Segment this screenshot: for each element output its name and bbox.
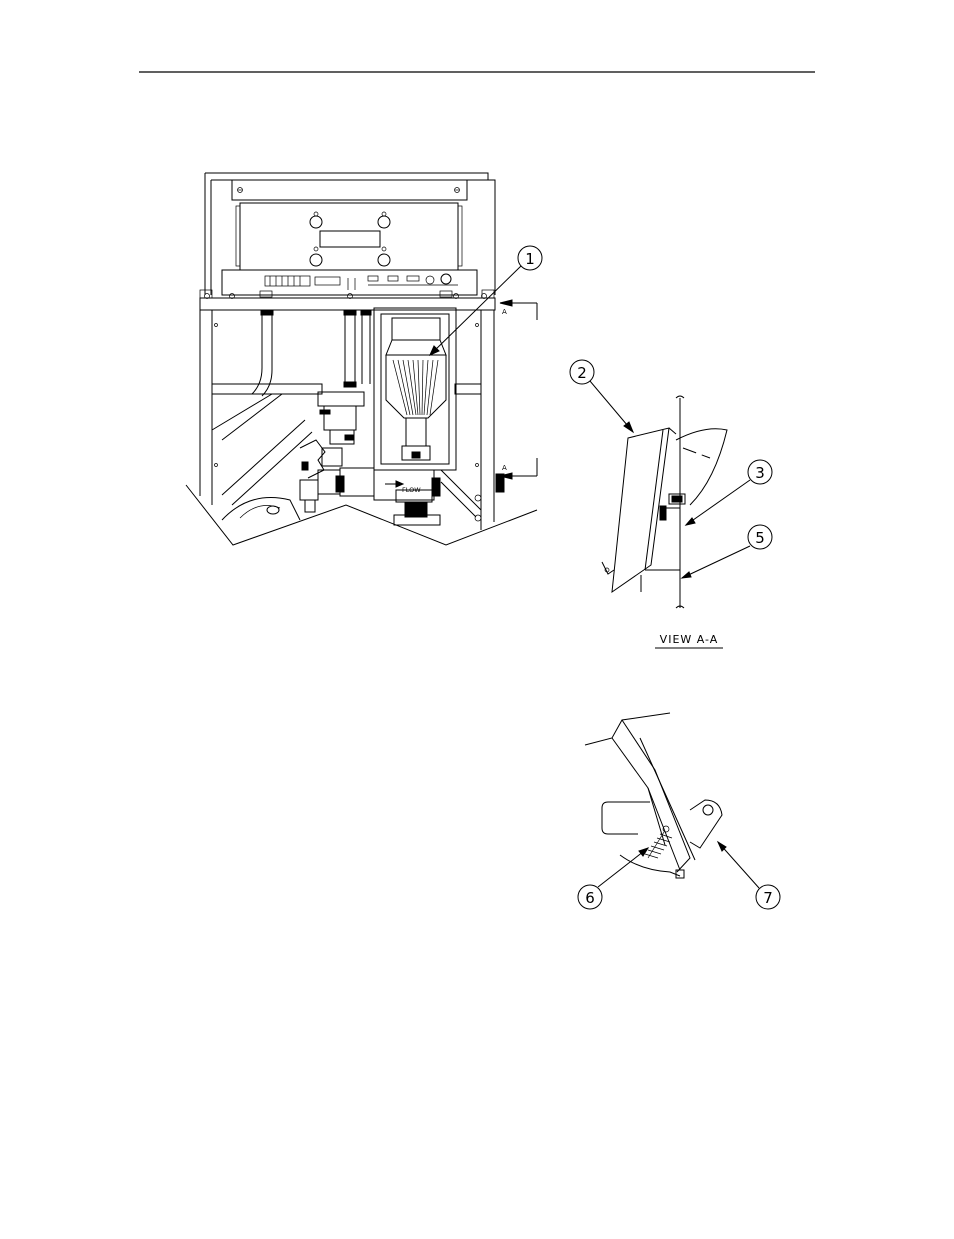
section-arrow-top: A xyxy=(500,300,537,320)
callout-5: 5 xyxy=(682,525,772,578)
view-title: VIEW A-A xyxy=(660,633,719,646)
callout-3: 3 xyxy=(686,460,772,525)
main-front-view: FLOW xyxy=(186,173,537,545)
callout-1: 1 xyxy=(430,246,542,355)
terminal-strip xyxy=(265,276,340,286)
callout-6-label: 6 xyxy=(585,889,595,907)
callout-5-label: 5 xyxy=(755,529,765,547)
callout-6: 6 xyxy=(578,848,648,909)
callout-2-label: 2 xyxy=(577,364,587,382)
section-mark-bottom: A xyxy=(502,464,507,472)
spring-icon xyxy=(645,826,672,858)
section-arrow-bottom: A xyxy=(500,458,537,479)
callout-1-label: 1 xyxy=(525,250,535,268)
callout-7-label: 7 xyxy=(763,889,773,907)
valve-assembly xyxy=(300,392,374,512)
callout-7: 7 xyxy=(718,842,780,909)
callout-3-label: 3 xyxy=(755,464,765,482)
section-mark-top: A xyxy=(502,308,507,316)
section-view-a-a xyxy=(602,396,727,608)
detail-view xyxy=(585,713,722,878)
filter-element xyxy=(393,360,438,415)
break-line xyxy=(186,485,537,545)
callout-2: 2 xyxy=(570,360,633,432)
